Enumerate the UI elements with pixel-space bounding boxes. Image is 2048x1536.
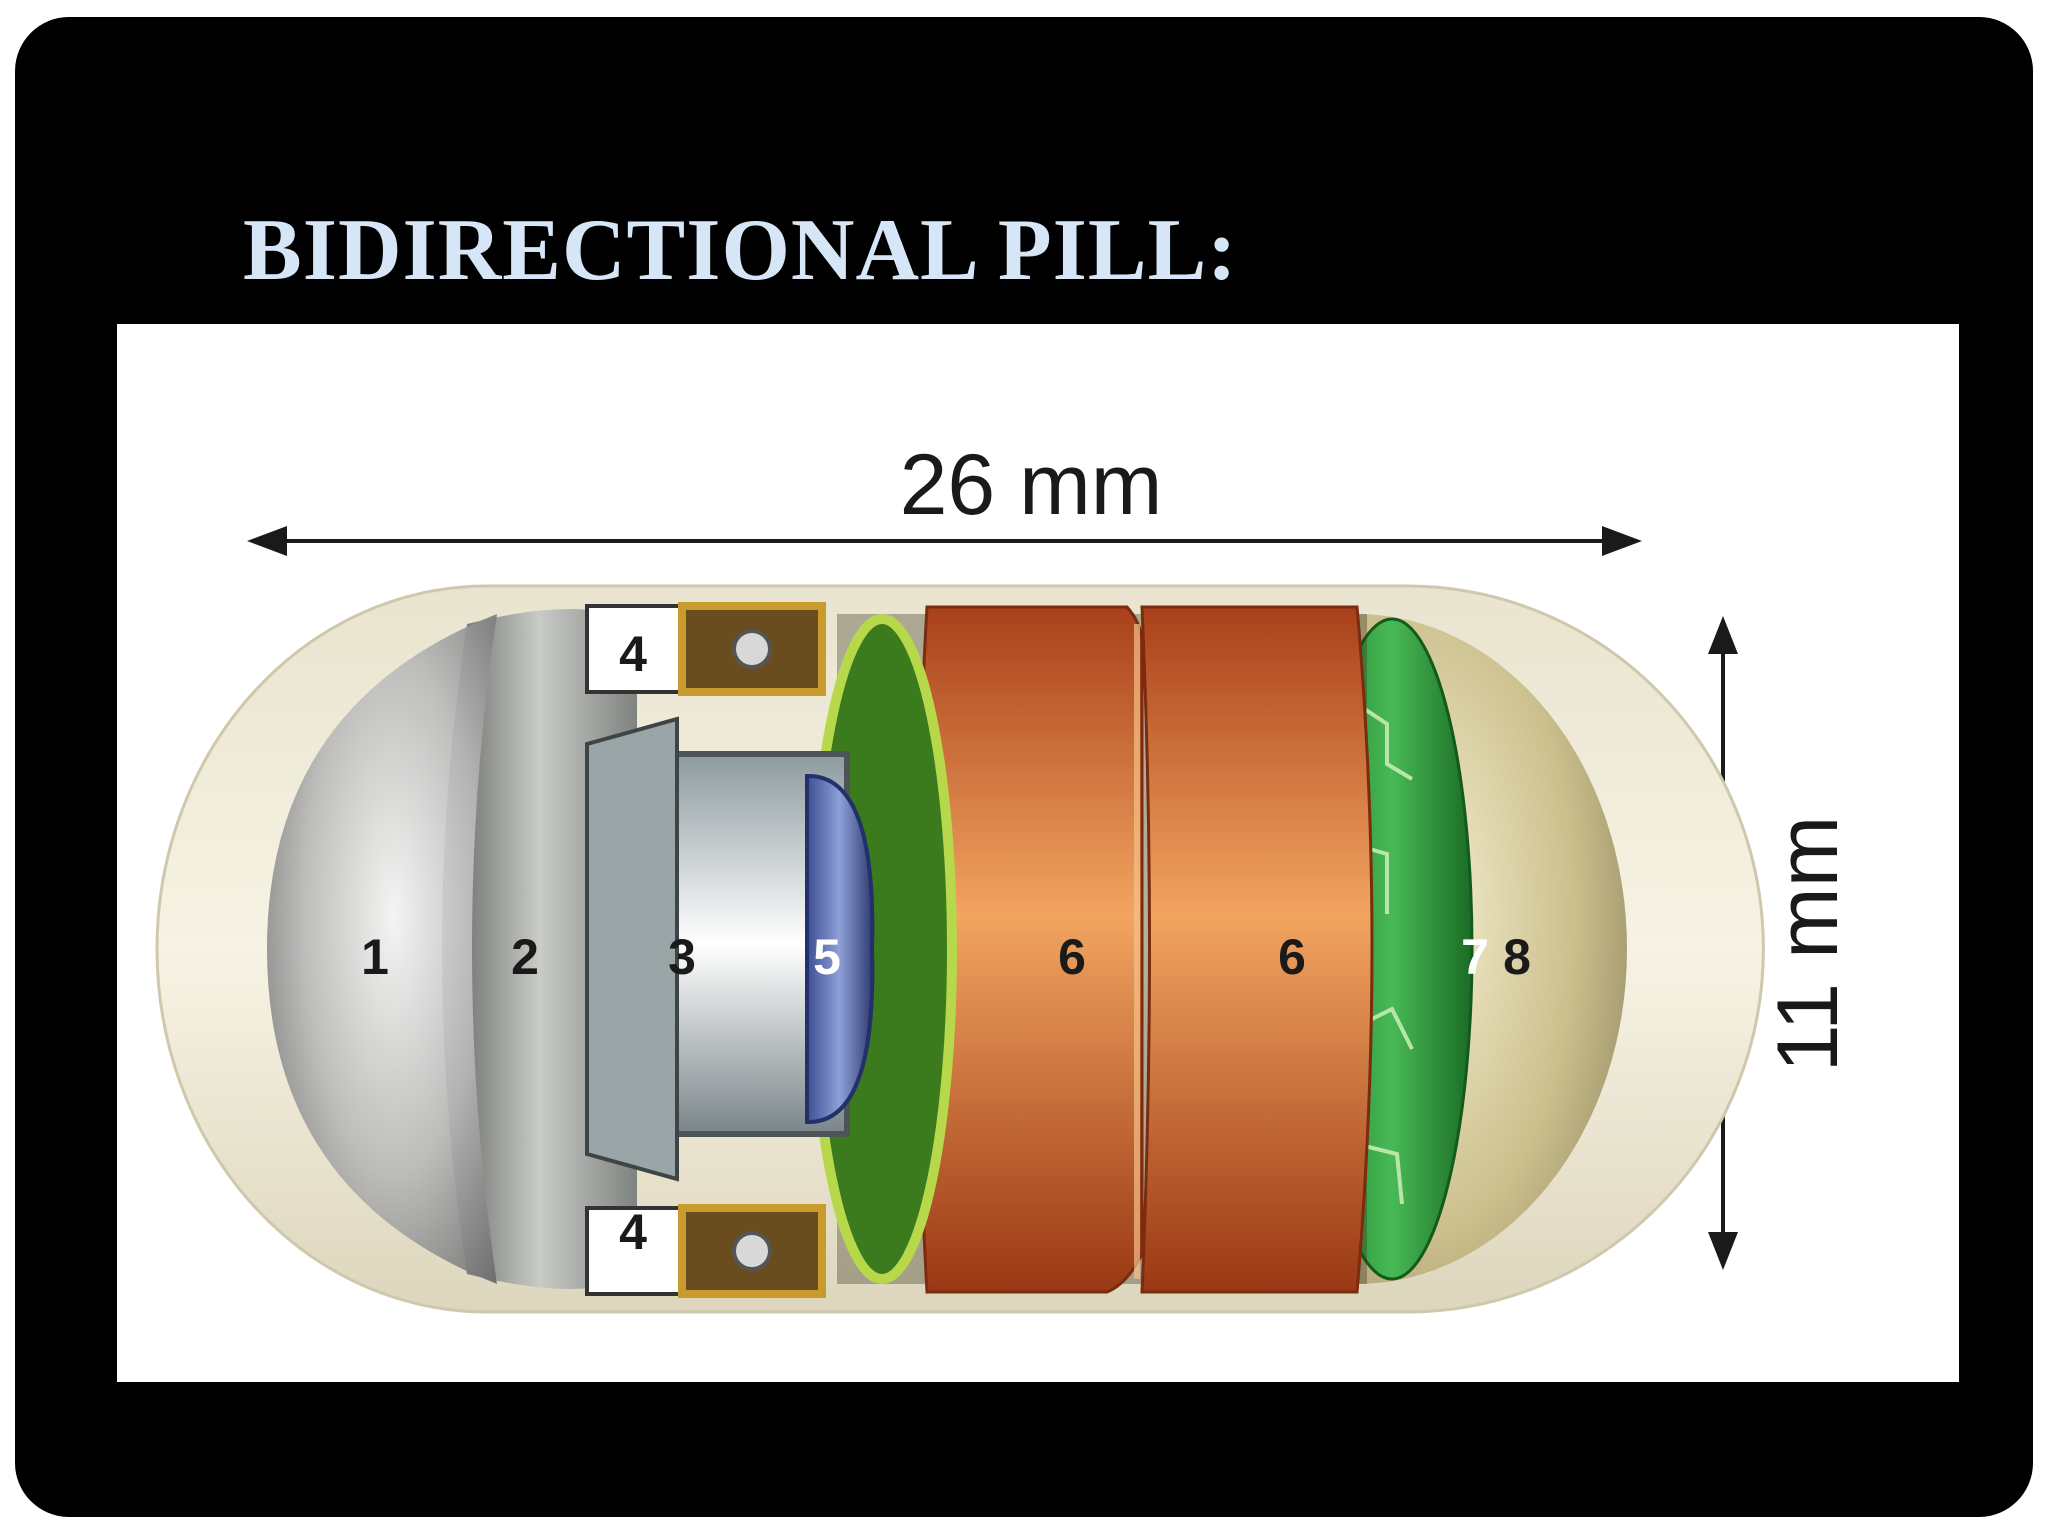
lens-barrel	[585, 716, 679, 1182]
battery-2	[1140, 605, 1374, 1294]
led-bottom	[585, 1204, 826, 1298]
length-arrow-left-head	[247, 526, 287, 556]
slide: BIDIRECTIONAL PILL:	[15, 17, 2033, 1517]
diameter-arrow-bottom-head	[1708, 1232, 1738, 1270]
capsule-diagram: 26 mm 11 mm	[155, 437, 1856, 1314]
label-6-first: 6	[1058, 929, 1086, 985]
label-5: 5	[813, 929, 841, 985]
label-4-top: 4	[619, 626, 647, 682]
length-dimension: 26 mm	[247, 437, 1642, 556]
length-label: 26 mm	[900, 437, 1163, 533]
slide-title: BIDIRECTIONAL PILL:	[243, 202, 1238, 299]
label-2: 2	[511, 929, 539, 985]
diameter-arrow-top-head	[1708, 616, 1738, 654]
label-4-bottom: 4	[619, 1204, 647, 1260]
label-3: 3	[668, 929, 696, 985]
circuit-traces	[1351, 702, 1414, 1205]
label-1: 1	[361, 929, 389, 985]
label-8: 8	[1503, 929, 1531, 985]
label-7: 7	[1461, 929, 1489, 985]
diameter-label: 11 mm	[1760, 816, 1856, 1072]
label-6-second: 6	[1278, 929, 1306, 985]
led-top	[585, 602, 826, 696]
figure-panel: 26 mm 11 mm	[117, 324, 1959, 1382]
dome	[267, 614, 497, 1284]
diameter-dimension: 11 mm	[1708, 616, 1856, 1270]
image-sensor	[805, 773, 875, 1125]
length-arrow-right-head	[1602, 526, 1642, 556]
